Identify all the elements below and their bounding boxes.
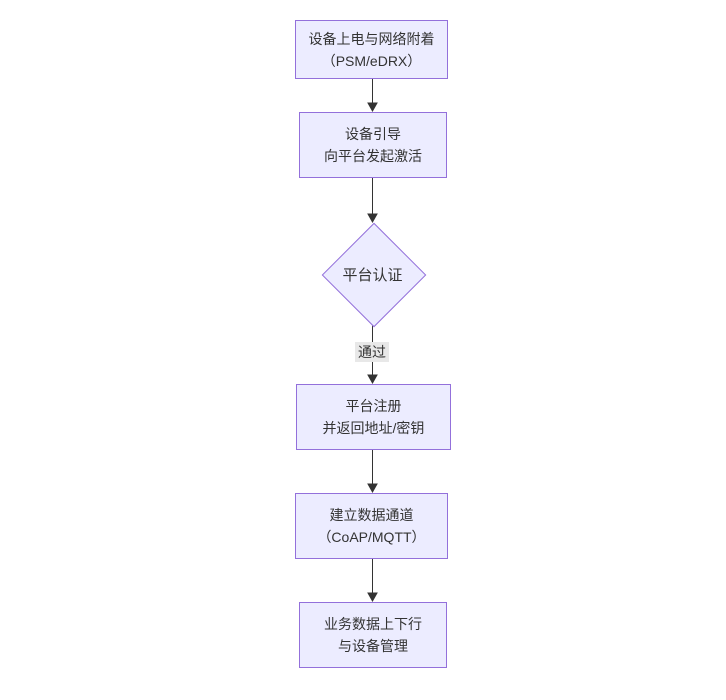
node-label-line: 设备引导 [345,126,401,142]
flow-node-platform-auth-decision: 平台认证 [321,222,426,328]
node-label-line: 建立数据通道 [329,507,414,523]
flow-node-data-channel: 建立数据通道 （CoAP/MQTT） [295,493,448,559]
arrow-head-icon [367,102,378,113]
arrow-head-icon [367,592,378,603]
node-label-line: 业务数据上下行 [324,616,422,632]
node-label-line: 向平台发起激活 [324,148,422,164]
node-label-line: 平台认证 [342,266,403,284]
arrow-head-icon [367,213,378,224]
edge-label-pass: 通过 [355,342,389,362]
node-label-line: 并返回地址/密钥 [322,420,425,436]
flow-node-business-data: 业务数据上下行 与设备管理 [299,602,447,668]
node-label-line: 与设备管理 [338,638,408,654]
node-label-line: （CoAP/MQTT） [317,529,426,545]
node-label-line: 平台注册 [345,398,402,414]
flow-node-bootstrap: 设备引导 向平台发起激活 [299,112,447,178]
node-label-line: （PSM/eDRX） [321,52,422,69]
arrow-head-icon [367,374,378,385]
flow-node-power-attach: 设备上电与网络附着 （PSM/eDRX） [295,20,448,79]
node-label-line: 设备上电与网络附着 [308,30,435,47]
arrow-head-icon [367,483,378,494]
flow-node-platform-register: 平台注册 并返回地址/密钥 [296,384,451,450]
